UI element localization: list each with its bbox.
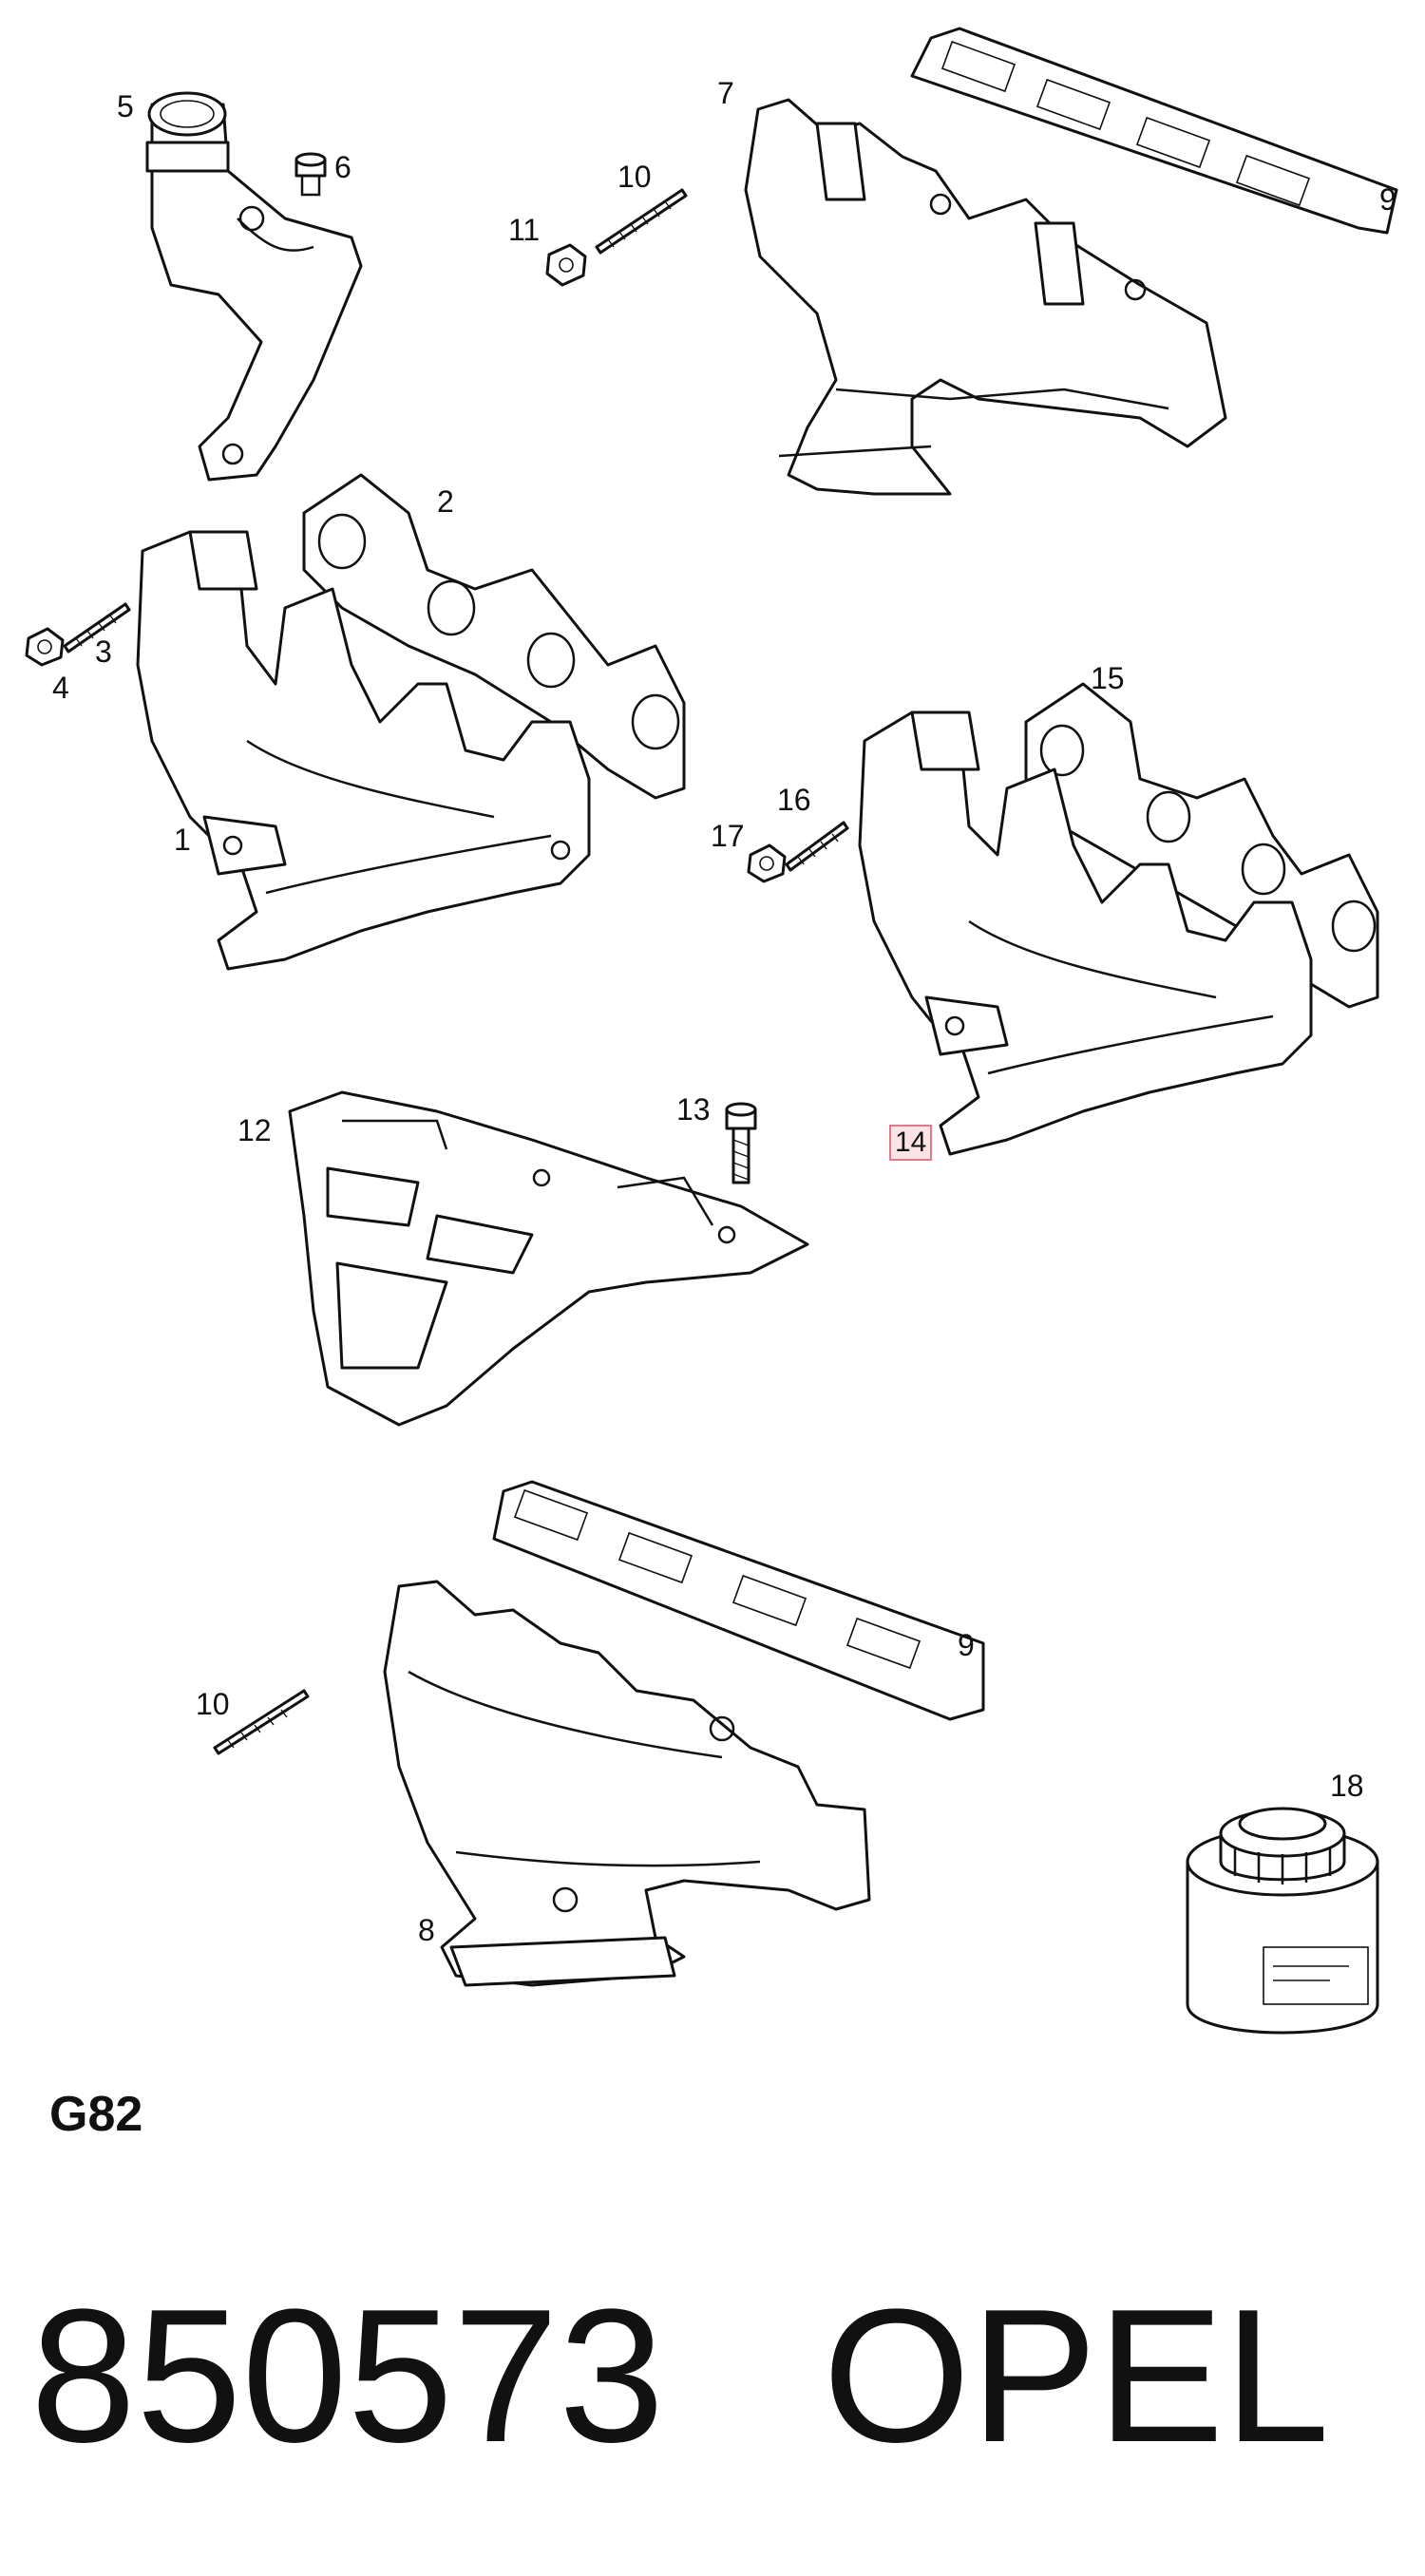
callout-18: 18 <box>1330 1769 1364 1803</box>
callout-10-lower: 10 <box>196 1687 230 1721</box>
part-7-manifold <box>744 98 1227 496</box>
callout-12: 12 <box>238 1113 272 1147</box>
part-18-oil-filter <box>1186 1807 1379 2035</box>
callout-16: 16 <box>777 783 811 817</box>
parts-drawing <box>25 27 1398 2035</box>
callout-10-top: 10 <box>618 160 652 194</box>
part-10-stud-lower <box>213 1689 310 1755</box>
brand-name: OPEL <box>823 2270 1330 2482</box>
part-6-bolt <box>294 152 327 197</box>
callout-3: 3 <box>95 635 112 669</box>
part-3-stud <box>63 602 131 653</box>
callout-9-top: 9 <box>1379 182 1396 217</box>
callout-17: 17 <box>711 819 745 853</box>
part-10-stud-top <box>595 188 688 255</box>
part-5-exhaust-elbow <box>145 91 363 482</box>
callout-8: 8 <box>418 1913 435 1947</box>
callout-14-highlighted[interactable]: 14 <box>889 1125 933 1161</box>
part-9-gasket-top <box>910 27 1398 235</box>
callout-13: 13 <box>676 1092 711 1127</box>
part-12-heat-shield <box>288 1090 809 1427</box>
part-number: 850573 <box>30 2270 665 2482</box>
part-4-nut <box>25 627 65 667</box>
section-code: G82 <box>49 2087 143 2142</box>
part-9-gasket-lower <box>492 1480 985 1721</box>
callout-9-lower: 9 <box>958 1628 975 1662</box>
callout-6: 6 <box>334 150 352 184</box>
callout-4: 4 <box>52 671 69 705</box>
callout-1: 1 <box>174 823 191 857</box>
part-11-nut-top <box>545 243 587 287</box>
callout-7: 7 <box>717 76 734 110</box>
part-1-manifold <box>136 530 591 971</box>
part-16-stud <box>785 821 849 872</box>
part-8-manifold <box>383 1580 871 1987</box>
exploded-parts-diagram <box>25 27 1398 2035</box>
callout-5: 5 <box>117 89 134 123</box>
callout-11: 11 <box>508 213 541 247</box>
part-13-bolt <box>725 1102 757 1184</box>
part-17-nut <box>747 843 787 883</box>
part-2-gasket-left <box>302 473 686 800</box>
callout-15: 15 <box>1091 661 1125 695</box>
part-14-manifold <box>858 710 1313 1156</box>
callout-2: 2 <box>437 484 454 519</box>
